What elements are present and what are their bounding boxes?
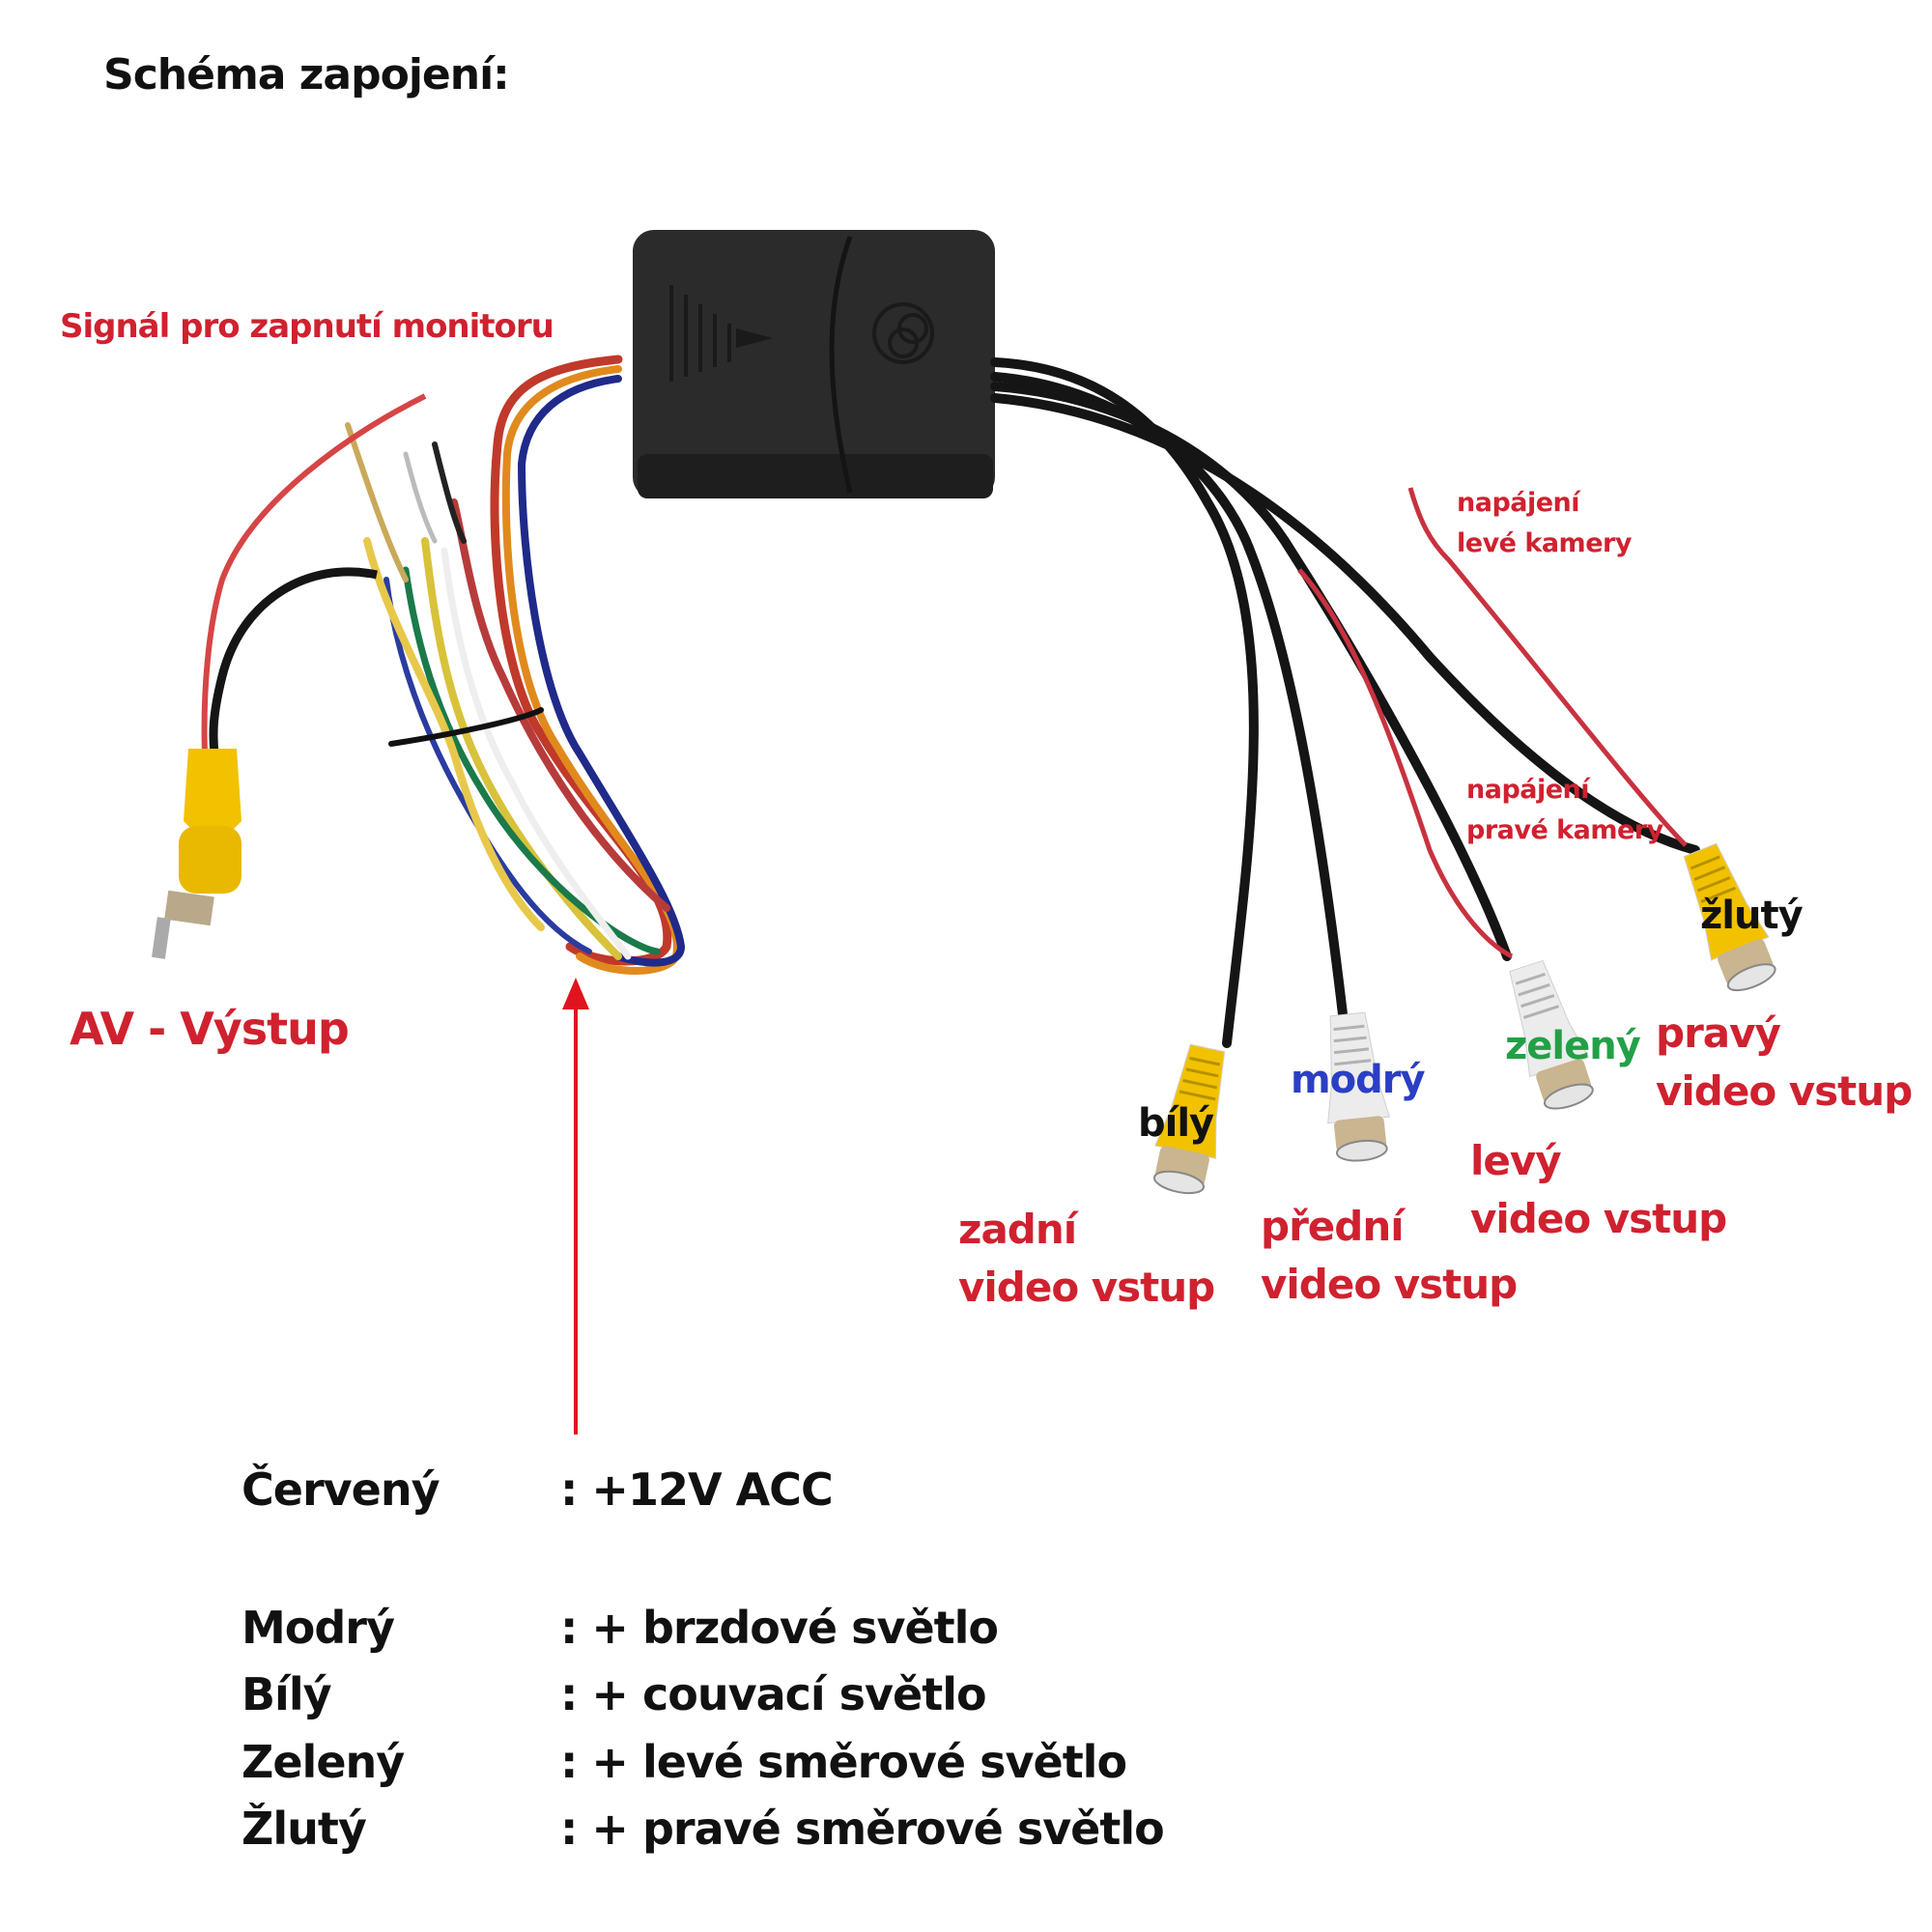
connector-right-label-line2: video vstup <box>1656 1067 1913 1115</box>
legend-function: : + pravé směrové světlo <box>560 1803 1165 1855</box>
connector-rear-label-line1: zadní <box>958 1206 1077 1253</box>
legend-function: : + couvací světlo <box>560 1668 987 1720</box>
legend-function: : + levé směrové světlo <box>560 1736 1127 1788</box>
legend-row: Červený : +12V ACC <box>242 1463 834 1516</box>
legend-row: Žlutý : + pravé směrové světlo <box>242 1803 1165 1855</box>
connector-front-color: modrý <box>1291 1058 1426 1102</box>
monitor-signal-label: Signál pro zapnutí monitoru <box>60 307 554 346</box>
right-camera-power-line1: napájení <box>1466 775 1590 805</box>
connector-rear-label: zadní video vstup <box>958 1201 1215 1317</box>
switch-box <box>633 230 995 498</box>
acc-arrow <box>562 978 589 1435</box>
left-camera-power-line2: levé kamery <box>1457 528 1632 558</box>
left-camera-power-label: napájení levé kamery <box>1457 483 1632 564</box>
connector-left-label-line1: levý <box>1470 1137 1562 1184</box>
legend-row: Modrý : + brzdové světlo <box>242 1602 999 1654</box>
rca-plug-right <box>1683 842 1776 992</box>
connector-front-label: přední video vstup <box>1261 1198 1518 1314</box>
av-output-label: AV - Výstup <box>70 1003 350 1055</box>
legend-wire: Zelený <box>242 1736 405 1788</box>
wire-bundle <box>345 355 686 975</box>
camera-cables <box>990 357 1700 1048</box>
legend-wire: Červený <box>242 1463 440 1516</box>
legend-function: : + brzdové světlo <box>560 1602 999 1654</box>
rca-plug-front <box>1327 1011 1390 1162</box>
legend-wire: Modrý <box>242 1602 395 1654</box>
connector-rear-label-line2: video vstup <box>958 1264 1215 1311</box>
connector-rear-color: bílý <box>1138 1101 1214 1146</box>
av-output-plug <box>152 749 242 959</box>
av-output-cable <box>201 393 427 754</box>
legend-wire: Bílý <box>242 1668 332 1720</box>
rca-plug-left <box>1509 959 1594 1110</box>
right-camera-power-label: napájení pravé kamery <box>1466 770 1663 851</box>
connector-right-label: pravý video vstup <box>1656 1005 1913 1121</box>
connector-right-label-line1: pravý <box>1656 1009 1781 1057</box>
connector-left-label: levý video vstup <box>1470 1132 1727 1248</box>
rca-plug-rear <box>1152 1043 1226 1195</box>
connector-front-label-line1: přední <box>1261 1203 1405 1250</box>
connector-left-color: zelený <box>1505 1024 1641 1068</box>
left-camera-power-line1: napájení <box>1457 488 1580 518</box>
legend-function: : +12V ACC <box>560 1463 834 1516</box>
connector-right-color: žlutý <box>1700 894 1804 938</box>
legend-row: Zelený : + levé směrové světlo <box>242 1736 1127 1788</box>
connector-front-label-line2: video vstup <box>1261 1261 1518 1308</box>
right-camera-power-line2: pravé kamery <box>1466 815 1663 845</box>
legend-wire: Žlutý <box>242 1803 367 1855</box>
logo-icon <box>872 302 934 364</box>
diagram-title: Schéma zapojení: <box>103 50 510 99</box>
legend-row: Bílý : + couvací světlo <box>242 1668 987 1720</box>
camera-power-wires <box>1297 487 1688 959</box>
connector-left-label-line2: video vstup <box>1470 1195 1727 1242</box>
